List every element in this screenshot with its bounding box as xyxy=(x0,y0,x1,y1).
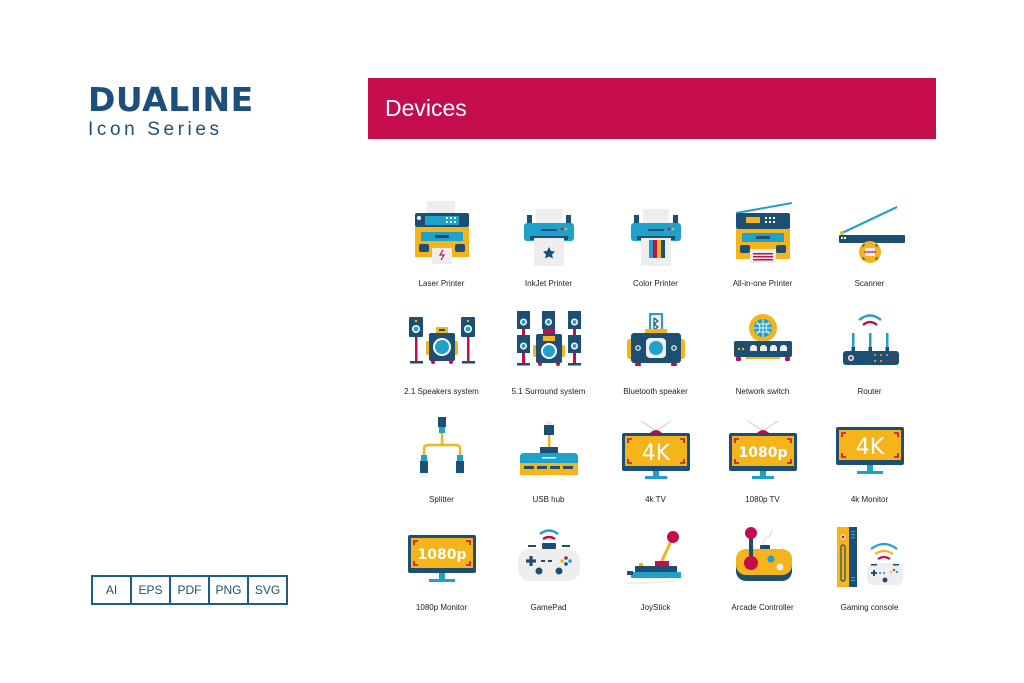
screen-text: 1080p xyxy=(738,445,787,461)
icon-label: Bluetooth speaker xyxy=(623,387,688,396)
format-pdf: PDF xyxy=(171,577,210,603)
screen-text: 4K xyxy=(641,441,670,466)
icon-label: JoyStick xyxy=(640,603,671,612)
joystick-icon xyxy=(626,531,684,584)
icon-label: 2.1 Speakers system xyxy=(404,387,479,396)
icon-tile: 5.1 Surround system xyxy=(495,303,602,411)
icon-tile: 1080p 1080p TV xyxy=(709,411,816,519)
brand-title: DUALINE xyxy=(88,80,254,119)
color-printer-icon xyxy=(630,209,681,266)
tv-4k-icon: 4K xyxy=(621,420,690,479)
icon-tile: Scanner xyxy=(816,195,923,303)
icon-tile: Router xyxy=(816,303,923,411)
icon-label: Color Printer xyxy=(633,279,678,288)
icon-tile: GamePad xyxy=(495,519,602,627)
inkjet-printer-icon xyxy=(523,209,574,266)
bluetooth-speaker-icon xyxy=(626,313,685,366)
icon-tile: 1080p 1080p Monitor xyxy=(388,519,495,627)
icon-label: 1080p Monitor xyxy=(415,603,468,612)
monitor-1080p-icon: 1080p xyxy=(407,535,476,582)
icon-tile: Gaming console xyxy=(816,519,923,627)
arcade-controller-icon xyxy=(735,527,792,581)
icon-label: Gaming console xyxy=(840,603,899,612)
icon-label: 4k TV xyxy=(645,495,666,504)
icon-label: Splitter xyxy=(429,495,454,504)
icon-tile: Color Printer xyxy=(602,195,709,303)
all-in-one-printer-icon xyxy=(735,202,792,263)
usb-hub-icon xyxy=(519,421,578,475)
icon-tile: InkJet Printer xyxy=(495,195,602,303)
category-title: Devices xyxy=(385,95,467,121)
icon-tile: Bluetooth speaker xyxy=(602,303,709,411)
icon-label: USB hub xyxy=(532,495,565,504)
brand-logo: DUALINE Icon Series xyxy=(88,80,254,143)
format-svg: SVG xyxy=(254,583,281,597)
category-banner: Devices xyxy=(368,78,936,139)
splitter-icon xyxy=(419,417,464,477)
router-icon xyxy=(842,314,899,365)
format-png: PNG xyxy=(210,577,249,603)
icon-label: Scanner xyxy=(854,279,885,288)
laser-printer-icon xyxy=(414,201,469,264)
icon-tile: Laser Printer xyxy=(388,195,495,303)
icon-tile: 4K 4k TV xyxy=(602,411,709,519)
monitor-4k-icon: 4K xyxy=(835,427,904,474)
speakers-2-1-icon xyxy=(408,317,475,364)
icon-label: All-in-one Printer xyxy=(732,279,793,288)
icon-label: 5.1 Surround system xyxy=(511,387,586,396)
icon-tile: Arcade Controller xyxy=(709,519,816,627)
format-eps: EPS xyxy=(132,577,171,603)
surround-5-1-icon xyxy=(516,311,581,366)
screen-text: 1080p xyxy=(417,547,466,563)
icon-label: Laser Printer xyxy=(418,279,465,288)
icon-tile: 4K 4k Monitor xyxy=(816,411,923,519)
icon-label: Arcade Controller xyxy=(731,603,794,612)
icon-label: Router xyxy=(857,387,882,396)
file-formats: AI EPS PDF PNG SVG xyxy=(91,575,288,605)
format-ai: AI xyxy=(93,577,132,603)
gamepad-icon xyxy=(517,529,580,581)
icon-label: Network switch xyxy=(735,387,790,396)
icon-tile: Splitter xyxy=(388,411,495,519)
icon-tile: 2.1 Speakers system xyxy=(388,303,495,411)
icon-grid: Laser Printer InkJet Printer Colo xyxy=(388,195,923,627)
icon-tile: JoyStick xyxy=(602,519,709,627)
icon-label: GamePad xyxy=(530,603,567,612)
scanner-icon xyxy=(838,206,905,263)
icon-tile: All-in-one Printer xyxy=(709,195,816,303)
network-switch-icon xyxy=(733,314,792,361)
icon-label: 1080p TV xyxy=(745,495,780,504)
icon-label: InkJet Printer xyxy=(524,279,573,288)
icon-tile: Network switch xyxy=(709,303,816,411)
icon-tile: USB hub xyxy=(495,411,602,519)
gaming-console-icon xyxy=(836,527,903,587)
screen-text: 4K xyxy=(855,435,884,460)
tv-1080p-icon: 1080p xyxy=(728,420,797,479)
icon-label: 4k Monitor xyxy=(850,495,889,504)
brand-subtitle: Icon Series xyxy=(88,119,223,140)
